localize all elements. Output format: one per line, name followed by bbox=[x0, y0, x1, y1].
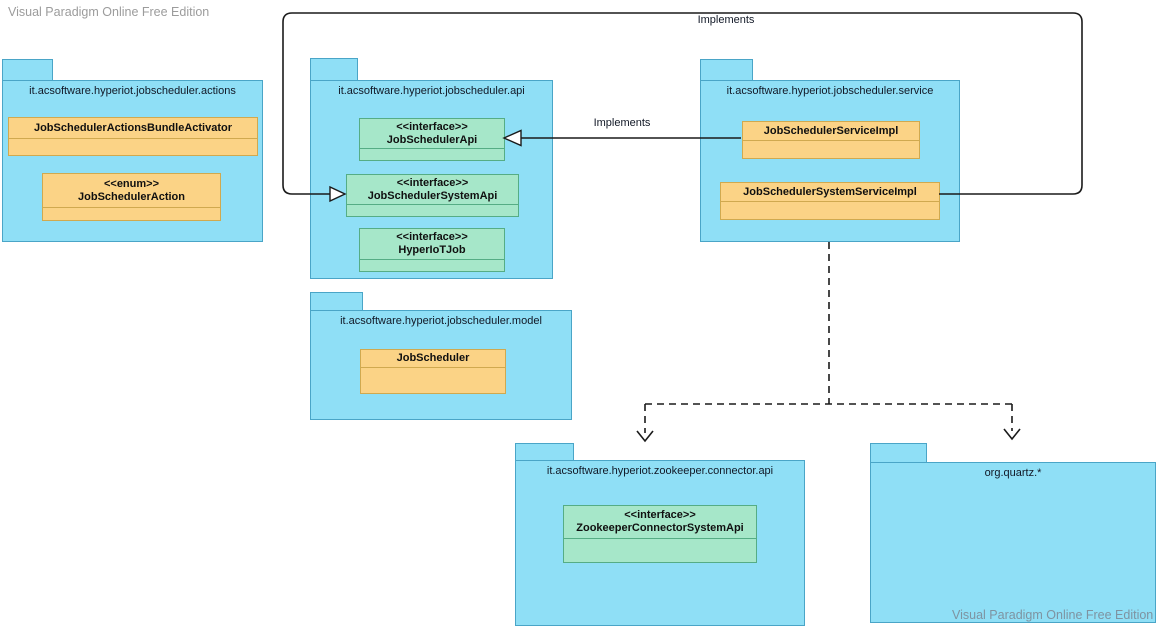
package-jobscheduler-service[interactable]: it.acsoftware.hyperiot.jobscheduler.serv… bbox=[700, 80, 960, 242]
package-name: it.acsoftware.hyperiot.jobscheduler.serv… bbox=[726, 85, 934, 97]
class-name: JobSchedulerSystemServiceImpl bbox=[743, 185, 917, 198]
stereotype-label: <<interface>> bbox=[396, 176, 469, 189]
class-compartment bbox=[43, 208, 220, 220]
interface-compartment bbox=[360, 149, 504, 160]
package-jobscheduler-actions[interactable]: it.acsoftware.hyperiot.jobscheduler.acti… bbox=[2, 80, 263, 242]
stereotype-label: <<interface>> bbox=[396, 231, 468, 243]
interface-name: JobSchedulerSystemApi bbox=[367, 189, 498, 202]
package-name: it.acsoftware.hyperiot.jobscheduler.mode… bbox=[340, 315, 542, 327]
watermark-bottom-right: Visual Paradigm Online Free Edition bbox=[952, 608, 1154, 622]
implements-label-top: Implements bbox=[697, 14, 755, 26]
interface-name: JobSchedulerApi bbox=[386, 133, 478, 146]
interface-jobscheduler-api[interactable]: <<interface>> JobSchedulerApi bbox=[359, 118, 505, 161]
package-name: it.acsoftware.hyperiot.jobscheduler.api bbox=[338, 85, 525, 97]
interface-hyperiot-job[interactable]: <<interface>> HyperIoTJob bbox=[359, 228, 505, 272]
stereotype-label: <<interface>> bbox=[624, 509, 696, 521]
package-org-quartz[interactable]: org.quartz.* bbox=[870, 462, 1156, 623]
package-tab-jobscheduler-actions[interactable] bbox=[2, 59, 53, 80]
class-compartment bbox=[9, 139, 257, 155]
class-name: JobSchedulerServiceImpl bbox=[763, 124, 899, 137]
package-jobscheduler-model[interactable]: it.acsoftware.hyperiot.jobscheduler.mode… bbox=[310, 310, 572, 420]
class-jobscheduler[interactable]: JobScheduler bbox=[360, 349, 506, 394]
stereotype-label: <<interface>> bbox=[396, 120, 468, 133]
package-tab-jobscheduler-api[interactable] bbox=[310, 58, 358, 80]
class-name: JobSchedulerAction bbox=[78, 190, 185, 203]
class-name: JobSchedulerActionsBundleActivator bbox=[33, 121, 233, 134]
class-name: JobScheduler bbox=[396, 352, 470, 364]
interface-zookeeper-connector-system-api[interactable]: <<interface>> ZookeeperConnectorSystemAp… bbox=[563, 505, 757, 563]
class-compartment bbox=[721, 202, 939, 219]
package-tab-jobscheduler-model[interactable] bbox=[310, 292, 363, 310]
interface-compartment bbox=[347, 205, 518, 216]
interface-compartment bbox=[360, 260, 504, 271]
package-tab-jobscheduler-service[interactable] bbox=[700, 59, 753, 80]
package-name: it.acsoftware.hyperiot.jobscheduler.acti… bbox=[29, 85, 236, 97]
interface-compartment bbox=[564, 539, 756, 562]
package-jobscheduler-api[interactable]: it.acsoftware.hyperiot.jobscheduler.api … bbox=[310, 80, 553, 279]
enum-jobscheduler-action[interactable]: <<enum>> JobSchedulerAction bbox=[42, 173, 221, 221]
class-jobscheduler-system-service-impl[interactable]: JobSchedulerSystemServiceImpl bbox=[720, 182, 940, 220]
interface-name: HyperIoTJob bbox=[398, 244, 466, 256]
stereotype-label: <<enum>> bbox=[103, 177, 160, 190]
package-zookeeper-connector-api[interactable]: it.acsoftware.hyperiot.zookeeper.connect… bbox=[515, 460, 805, 626]
class-compartment bbox=[361, 368, 505, 393]
class-jobscheduler-service-impl[interactable]: JobSchedulerServiceImpl bbox=[742, 121, 920, 159]
interface-jobscheduler-system-api[interactable]: <<interface>> JobSchedulerSystemApi bbox=[346, 174, 519, 217]
dependency-arrowhead-quartz bbox=[1003, 428, 1021, 441]
package-name: it.acsoftware.hyperiot.zookeeper.connect… bbox=[546, 465, 774, 477]
interface-name: ZookeeperConnectorSystemApi bbox=[576, 522, 744, 534]
package-tab-zookeeper-connector-api[interactable] bbox=[515, 443, 574, 460]
dependency-connector-service-to-zookeeper-and-quartz[interactable] bbox=[636, 242, 1021, 443]
watermark-top-left: Visual Paradigm Online Free Edition bbox=[8, 5, 210, 19]
class-jobscheduler-actions-bundle-activator[interactable]: JobSchedulerActionsBundleActivator bbox=[8, 117, 258, 156]
dependency-arrowhead-zookeeper bbox=[636, 430, 654, 443]
class-compartment bbox=[743, 141, 919, 158]
package-tab-org-quartz[interactable] bbox=[870, 443, 927, 462]
implements-label-middle: Implements bbox=[593, 117, 651, 129]
package-name: org.quartz.* bbox=[984, 467, 1042, 479]
